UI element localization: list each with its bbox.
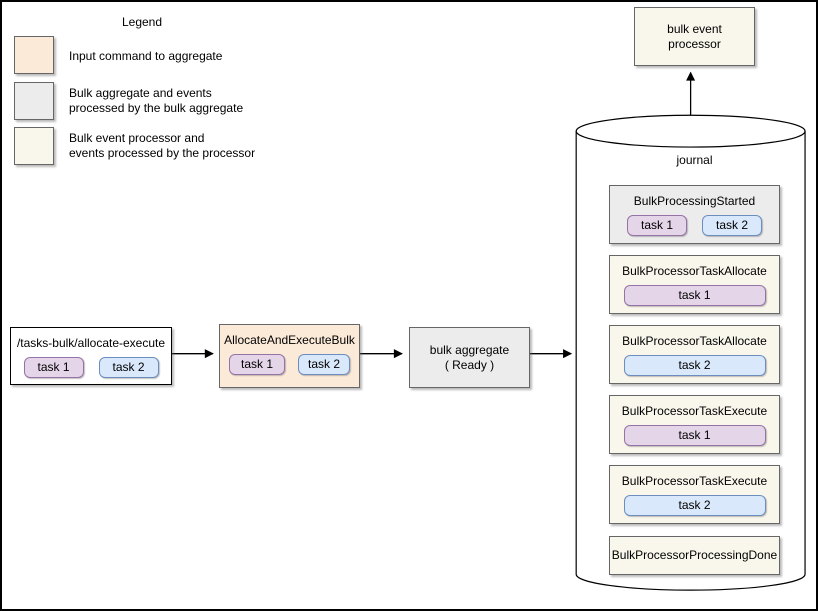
task-pill-2: task 2 [623,355,766,376]
bulk-event-processor-label: bulk event processor [667,21,722,51]
legend-swatch-bulk-aggregate [14,82,54,120]
task-pill-1: task 1 [627,215,687,236]
event-label: BulkProcessorProcessingDone [611,548,778,562]
task-pill-1: task 1 [229,354,285,375]
task-pill-2: task 2 [98,357,159,378]
task-pill-2: task 2 [702,215,762,236]
journal-event-task-allocate-1: BulkProcessorTaskAllocate task 1 [609,255,780,314]
event-tasks: task 2 [623,495,766,516]
legend-swatch-event-processor [14,127,54,165]
event-tasks: task 1 task 2 [627,215,762,236]
event-label: BulkProcessingStarted [633,194,756,208]
node-http-command: /tasks-bulk/allocate-execute task 1 task… [10,327,172,385]
legend-label-event-processor: Bulk event processor and events processe… [69,131,256,160]
task-pill-1: task 1 [623,285,766,306]
journal-event-task-execute-2: BulkProcessorTaskExecute task 2 [609,465,780,524]
legend-label-input-command: Input command to aggregate [69,49,223,63]
journal-event-task-execute-1: BulkProcessorTaskExecute task 1 [609,395,780,454]
task-pill-2: task 2 [623,495,766,516]
event-label: BulkProcessorTaskExecute [621,404,768,418]
legend-swatch-input-command [14,36,54,74]
task-pill-2: task 2 [298,354,350,375]
journal-event-processing-done: BulkProcessorProcessingDone [609,536,780,575]
journal-title: journal [676,153,713,167]
event-tasks: task 1 [623,425,766,446]
journal-event-bulk-processing-started: BulkProcessingStarted task 1 task 2 [609,185,780,244]
task-pill-1: task 1 [23,357,84,378]
journal-event-task-allocate-2: BulkProcessorTaskAllocate task 2 [609,325,780,384]
node-bulk-aggregate: bulk aggregate ( Ready ) [409,327,530,388]
event-label: BulkProcessorTaskAllocate [622,334,767,348]
http-command-tasks: task 1 task 2 [23,357,159,378]
command-label: AllocateAndExecuteBulk [224,333,355,347]
event-tasks: task 2 [623,355,766,376]
task-pill-1: task 1 [623,425,766,446]
event-label: BulkProcessorTaskExecute [621,474,768,488]
legend-title: Legend [121,15,163,29]
cylinder-top-ellipse [575,114,806,148]
command-tasks: task 1 task 2 [229,354,350,375]
http-command-label: /tasks-bulk/allocate-execute [16,336,166,350]
legend-label-bulk-aggregate: Bulk aggregate and events processed by t… [69,86,244,115]
node-allocate-and-execute-bulk: AllocateAndExecuteBulk task 1 task 2 [219,324,360,388]
event-label: BulkProcessorTaskAllocate [622,264,767,278]
event-tasks: task 1 [623,285,766,306]
node-bulk-event-processor: bulk event processor [634,7,755,66]
bulk-aggregate-label: bulk aggregate ( Ready ) [429,342,510,372]
